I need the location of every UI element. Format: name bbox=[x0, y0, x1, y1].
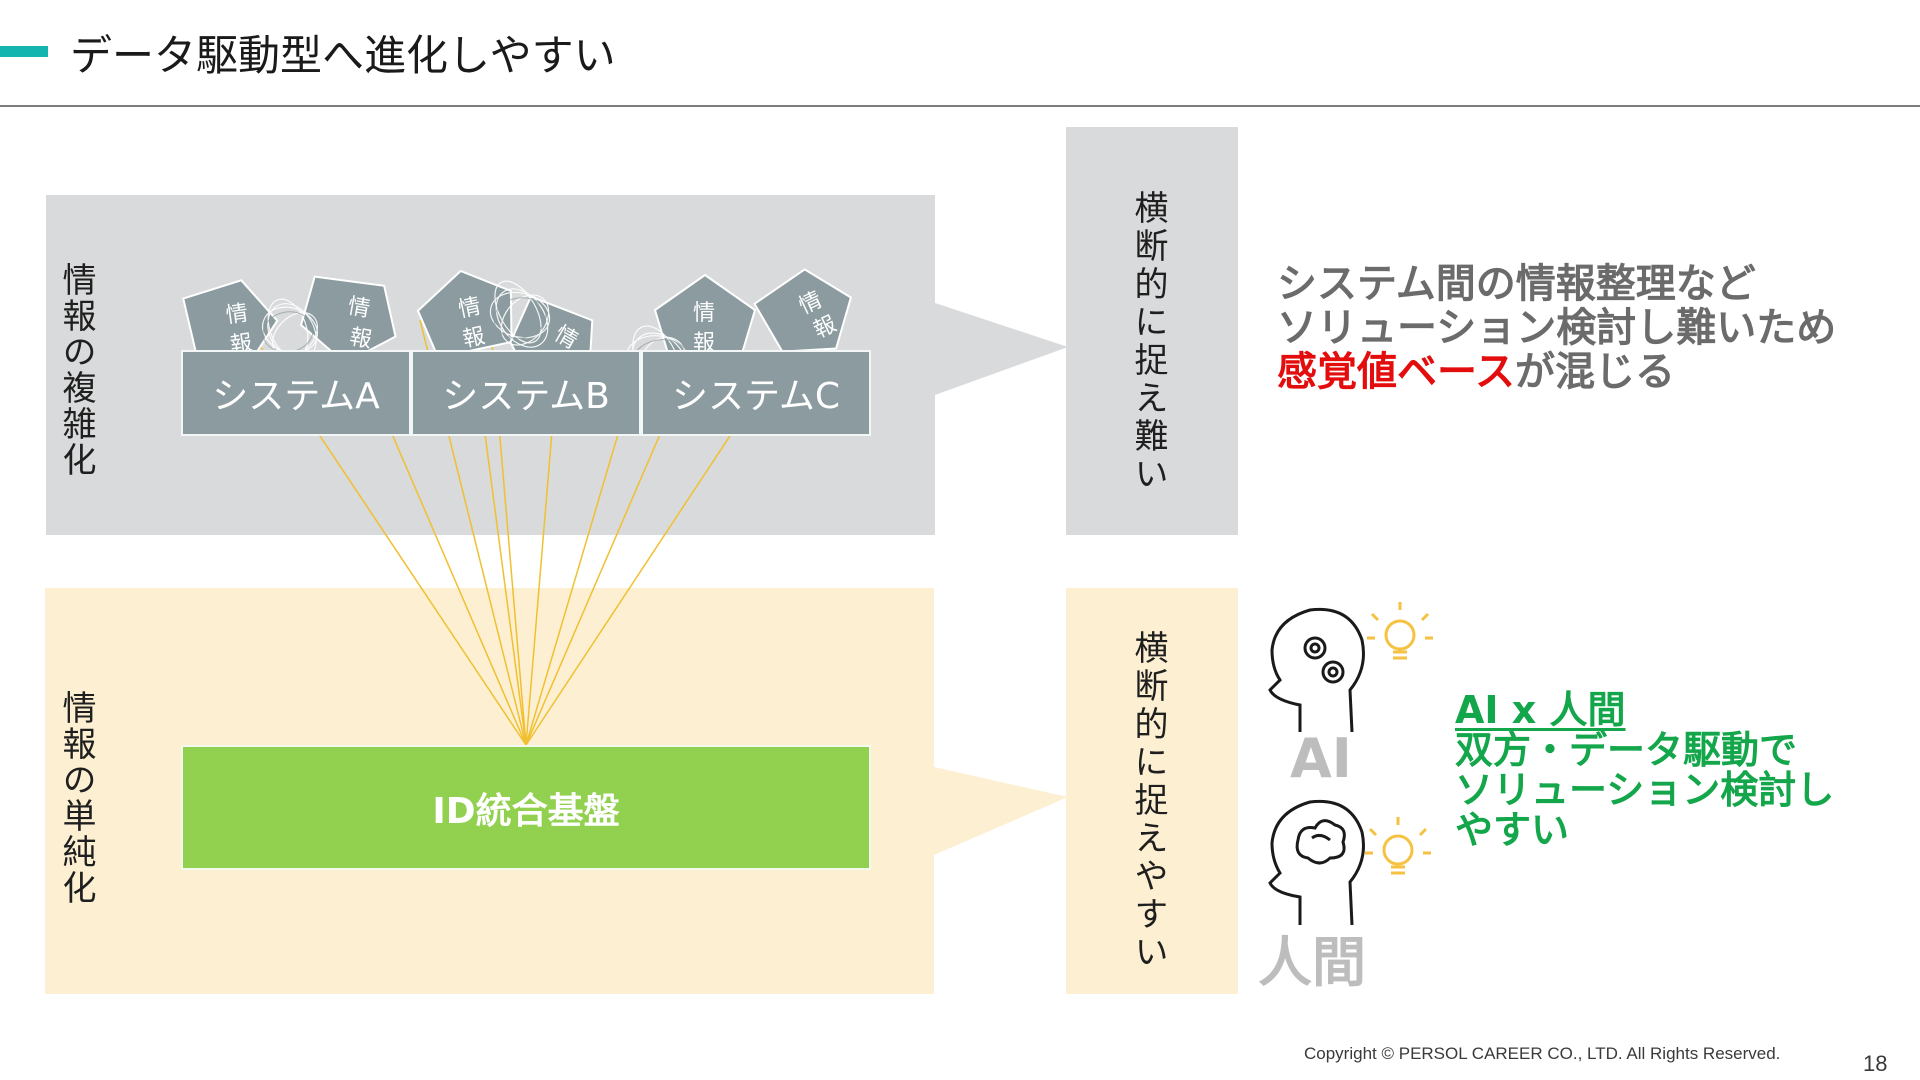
svg-text:情: 情 bbox=[346, 294, 372, 322]
ai-label: AI bbox=[1290, 727, 1352, 790]
complex-info-label: 情報の複雑化 bbox=[56, 262, 96, 478]
solution-description: AI x 人間 双方・データ駆動で ソリューション検討し やすい bbox=[1455, 690, 1834, 850]
easy-to-grasp-label: 横断的に捉えやすい bbox=[1128, 630, 1168, 972]
problem-line-3: 感覚値ベースが混じる bbox=[1277, 350, 1836, 394]
lightbulb-icon bbox=[1367, 602, 1433, 660]
title-accent-bar bbox=[0, 46, 48, 57]
svg-text:報: 報 bbox=[693, 331, 715, 356]
simple-info-label: 情報の単純化 bbox=[56, 690, 96, 906]
solution-heading: AI x 人間 bbox=[1455, 688, 1626, 732]
system-c-box: システムC bbox=[641, 350, 871, 436]
info-chip: 情 報 bbox=[653, 273, 757, 361]
problem-highlight: 感覚値ベース bbox=[1277, 349, 1515, 395]
page-title: データ駆動型へ進化しやすい bbox=[70, 31, 616, 80]
problem-description: システム間の情報整理など ソリューション検討し難いため 感覚値ベースが混じる bbox=[1277, 262, 1836, 394]
solution-line-1: 双方・データ駆動で bbox=[1455, 728, 1798, 772]
easy-to-grasp-panel bbox=[1066, 588, 1238, 994]
copyright-text: Copyright © PERSOL CAREER CO., LTD. All … bbox=[1304, 1044, 1781, 1063]
solution-line-3: やすい bbox=[1455, 808, 1570, 852]
id-platform-box: ID統合基盤 bbox=[181, 745, 871, 870]
problem-line-3-rest: が混じる bbox=[1515, 349, 1675, 395]
human-label: 人間 bbox=[1258, 931, 1366, 994]
system-a-box: システムA bbox=[181, 350, 411, 436]
svg-text:情: 情 bbox=[693, 301, 715, 326]
lightbulb-icon bbox=[1365, 817, 1431, 875]
system-b-box: システムB bbox=[411, 350, 641, 436]
hard-to-grasp-panel bbox=[1066, 127, 1238, 535]
svg-text:報: 報 bbox=[461, 324, 488, 353]
info-chip: 情 報 bbox=[416, 269, 513, 359]
gear-head-icon bbox=[1268, 607, 1365, 733]
page-number: 18 bbox=[1863, 1051, 1888, 1076]
bottom-projection-wedge bbox=[934, 767, 1068, 855]
info-chip: 情 報 bbox=[299, 275, 397, 365]
info-chip-label: 情 bbox=[224, 301, 249, 329]
info-chip: 情 報 bbox=[182, 279, 279, 367]
problem-line-1: システム間の情報整理など bbox=[1277, 261, 1756, 307]
top-projection-wedge bbox=[935, 303, 1068, 395]
title-divider bbox=[0, 105, 1920, 107]
info-chip: 情 報 bbox=[753, 268, 853, 353]
solution-line-2: ソリューション検討し bbox=[1455, 768, 1835, 812]
problem-line-2: ソリューション検討し難いため bbox=[1277, 305, 1837, 351]
svg-text:情: 情 bbox=[456, 294, 483, 323]
svg-text:報: 報 bbox=[348, 325, 374, 353]
hard-to-grasp-label: 横断的に捉え難い bbox=[1128, 190, 1168, 494]
brain-head-icon bbox=[1268, 799, 1365, 926]
